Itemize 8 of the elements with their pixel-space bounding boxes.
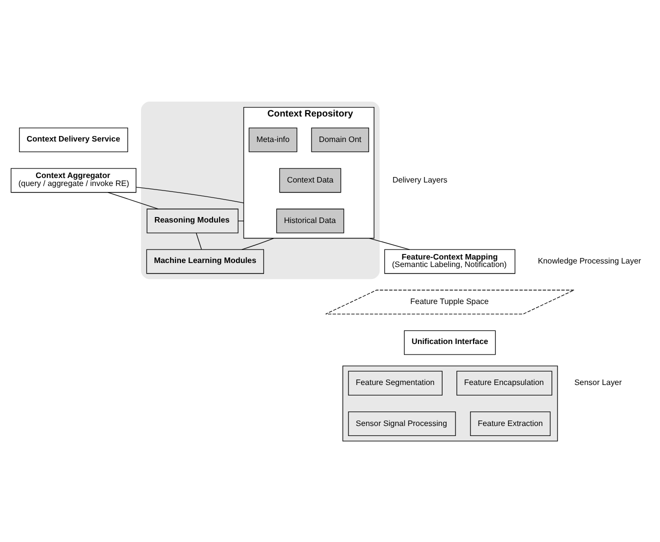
- connector: [196, 232, 202, 250]
- connector: [108, 192, 159, 209]
- cluster: [342, 365, 558, 441]
- connector: [369, 237, 410, 250]
- cluster: [141, 101, 380, 279]
- connector: [238, 220, 244, 221]
- connector: [242, 237, 274, 250]
- connector: [136, 186, 244, 203]
